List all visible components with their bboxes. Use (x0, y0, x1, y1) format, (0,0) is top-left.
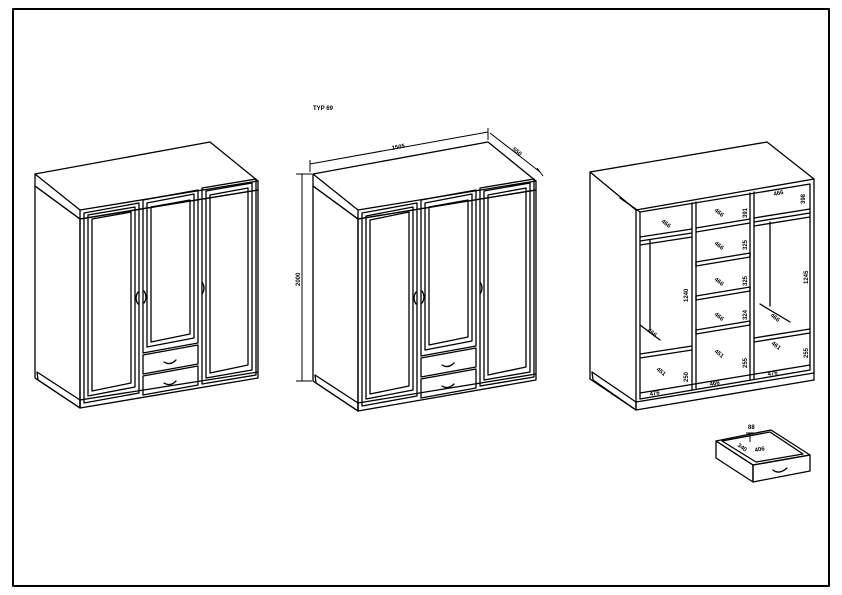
label-mid-bottom-width: 466 (709, 380, 721, 388)
label-right-rod-height: 1245 (804, 270, 810, 284)
label-mid-bottom-height: 255 (743, 357, 749, 368)
model-label: TYP 69 (313, 106, 334, 112)
label-right-shelf-height: 255 (804, 347, 810, 358)
label-left-shelf: 466 (646, 328, 658, 339)
label-right-bottom-depth: 461 (770, 341, 782, 352)
wardrobe-view-left (34, 141, 259, 409)
label-top-left-depth: 466 (660, 219, 672, 230)
wardrobe-view-dimensioned (296, 128, 544, 412)
label-mid-shelf-3: 466 (713, 312, 725, 323)
label-top-right-depth: 466 (773, 190, 785, 198)
dim-width: 1505 (391, 144, 406, 152)
label-left-rod-height: 1240 (684, 288, 690, 302)
label-mid-shelf-2-height: 325 (743, 275, 749, 286)
label-mid-shelf-3-height: 324 (743, 309, 749, 320)
label-right-bottom-width: 476 (767, 370, 779, 378)
label-mid-shelf-2: 466 (713, 277, 725, 288)
label-top-mid-depth: 466 (713, 208, 725, 219)
dim-depth: 550 (511, 147, 523, 158)
sheet-border (12, 8, 830, 587)
label-mid-shelf-1: 466 (713, 241, 725, 252)
label-right-shelf: 466 (769, 313, 781, 324)
drawer-detail (715, 429, 811, 483)
label-mid-shelf-1-height: 325 (743, 239, 749, 250)
drawer-height-label: 88 (748, 425, 755, 431)
wardrobe-view-interior (589, 141, 815, 411)
label-top-right-height: 398 (801, 193, 807, 204)
dim-height: 2000 (296, 272, 302, 286)
label-top-mid-height: 391 (743, 207, 749, 218)
label-left-bottom-height: 250 (684, 371, 690, 382)
label-left-bottom-depth: 451 (655, 367, 667, 378)
drawer-width-label: 406 (754, 446, 766, 454)
drawer-depth-label: 340 (736, 443, 748, 454)
label-mid-bottom-depth: 451 (713, 349, 725, 360)
label-left-bottom-width: 476 (649, 390, 661, 398)
